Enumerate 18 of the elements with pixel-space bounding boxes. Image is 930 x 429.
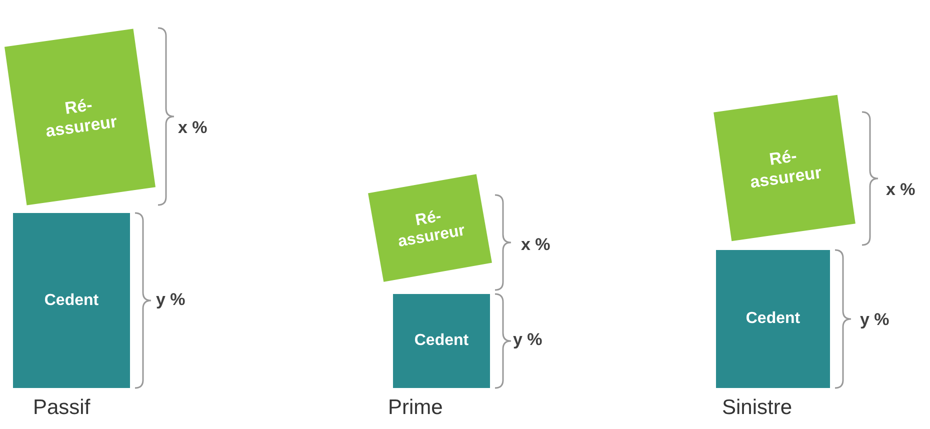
column-caption: Sinistre <box>722 396 792 420</box>
share-label: y % <box>513 330 542 350</box>
block-label: Ré- assureur <box>396 207 468 253</box>
share-label: x % <box>178 118 208 138</box>
column-caption: Passif <box>33 396 90 420</box>
block-label: Cedent <box>43 292 100 310</box>
cedent-block <box>13 213 130 388</box>
share-label: y % <box>156 290 186 310</box>
share-label: x % <box>886 180 916 200</box>
cedent-block <box>716 250 830 388</box>
block-label: Ré- assureur <box>43 94 120 142</box>
block-label: Cedent <box>744 310 802 328</box>
share-label: y % <box>860 310 890 330</box>
block-label: Ré- assureur <box>748 145 824 194</box>
block-label: Cedent <box>413 332 470 350</box>
column-caption: Prime <box>388 396 443 420</box>
share-label: x % <box>521 235 550 255</box>
cedent-block <box>393 294 490 388</box>
